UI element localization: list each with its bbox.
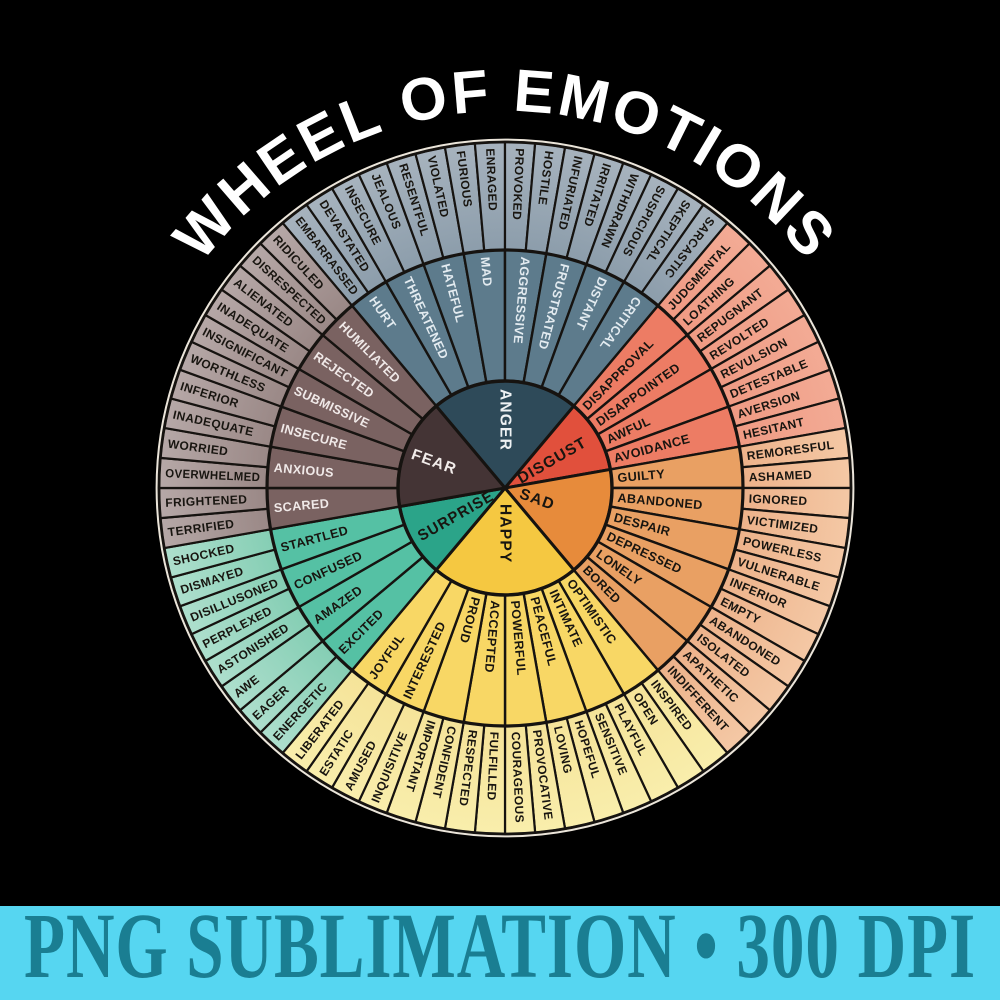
banner-text: PNG SUBLIMATION • 300 DPI (24, 895, 976, 998)
outer-label-ignored: IGNORED (748, 492, 807, 509)
core-label-anger: ANGER (497, 389, 514, 451)
outer-label-provoked: PROVOKED (510, 148, 527, 220)
ring-boundary-0 (157, 140, 853, 836)
middle-label-anxious: ANXIOUS (273, 461, 334, 480)
middle-label-accepted: ACCEPTED (482, 600, 502, 673)
ring-boundary-2 (396, 379, 614, 597)
banner-background (0, 906, 1000, 1000)
ring-boundary-1 (265, 248, 745, 728)
middle-label-mad: MAD (478, 256, 495, 287)
outer-label-fulfilled: FULFILLED (484, 731, 501, 800)
wheel-outer-rim (155, 138, 855, 838)
middle-label-scared: SCARED (273, 496, 330, 515)
outer-label-frightened: FRIGHTENED (165, 492, 248, 510)
middle-label-powerful: POWERFUL (508, 600, 529, 676)
emotions-wheel: EMBARRASSEDDEVASTATEDINSECUREJEALOUSRESE… (155, 138, 855, 838)
outer-label-courageous: COURAGEOUS (509, 731, 527, 823)
product-banner: PNG SUBLIMATION • 300 DPI (0, 895, 1000, 1000)
middle-label-guilty: GUILTY (617, 467, 666, 485)
core-label-happy: HAPPY (497, 504, 514, 563)
outer-label-ashamed: ASHAMED (748, 468, 812, 485)
outer-label-enraged: ENRAGED (483, 148, 500, 211)
outer-label-overwhelmed: OVERWHELMED (165, 466, 261, 484)
